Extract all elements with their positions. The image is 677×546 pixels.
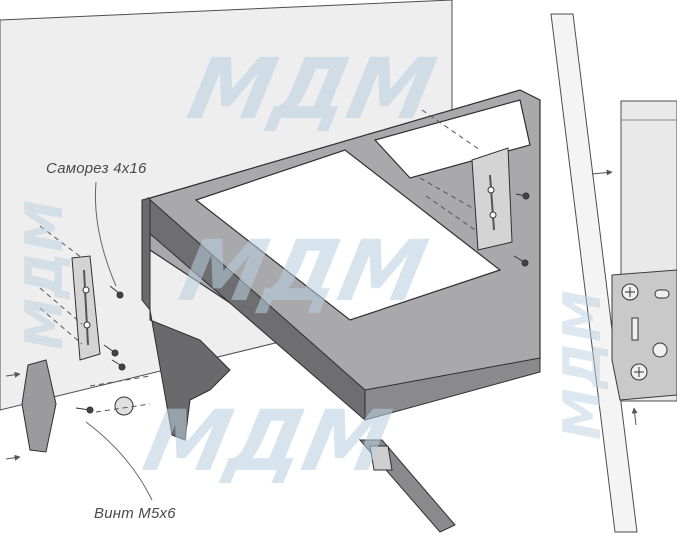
screw-label: Саморез 4х16	[46, 160, 147, 177]
end-cap	[21, 359, 57, 453]
svg-text:MДM: MДM	[15, 200, 75, 350]
svg-text:MДM: MДM	[553, 290, 613, 440]
screws-group	[75, 192, 530, 414]
left-side-plate	[141, 197, 231, 441]
frame-opening-rear	[373, 99, 531, 179]
front-strip	[550, 13, 638, 533]
side-detail-screw-2	[652, 342, 668, 358]
svg-text:MДM: MДM	[172, 223, 435, 321]
watermark-logo-vertical: MДM MДM	[15, 200, 613, 440]
bolt-callout-leader	[85, 421, 153, 501]
washer	[114, 396, 134, 416]
frame-opening-front	[194, 149, 502, 321]
direction-arrows	[5, 169, 638, 461]
bolt-label: Винт М5х6	[94, 505, 176, 522]
frame-right-face	[364, 357, 541, 421]
svg-text:MДM: MДM	[181, 41, 444, 139]
side-detail-bracket	[611, 269, 677, 401]
screw-callout-leader	[94, 181, 117, 287]
watermark-logo: MДM MДM MДM	[136, 41, 444, 491]
assembly-guide-lines	[39, 109, 481, 413]
rail-catch	[369, 445, 393, 471]
svg-text:MДM: MДM	[136, 393, 399, 491]
